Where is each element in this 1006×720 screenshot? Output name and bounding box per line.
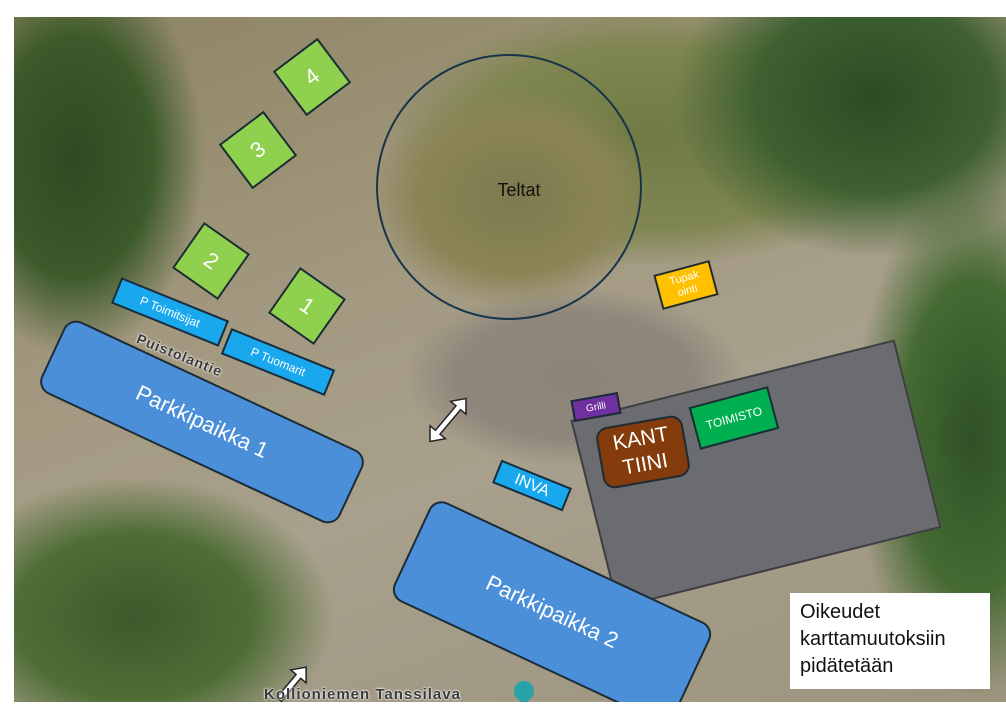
- entry-arrow-icon: [275, 666, 307, 702]
- disclaimer-note: Oikeudet karttamuutoksiin pidätetään: [790, 593, 990, 689]
- area-3: 3: [218, 110, 298, 190]
- parking-area-1: Parkkipaikka 1: [35, 316, 369, 528]
- smoking-area: Tupak ointi: [653, 260, 719, 310]
- tent-area-label: Teltat: [497, 180, 541, 200]
- venue-label: Kollioniemen Tanssilava: [264, 686, 461, 702]
- area-1: 1: [268, 267, 346, 345]
- two-way-arrow-icon: [429, 397, 467, 443]
- satellite-map[interactable]: Teltat 4 3 2 1 Puistolantie P Toimitsija…: [14, 17, 1006, 702]
- venue-marker-icon[interactable]: [509, 676, 539, 702]
- area-4: 4: [272, 37, 352, 117]
- area-2: 2: [172, 222, 250, 300]
- tent-area-circle: [376, 54, 642, 320]
- accessible-parking: INVA: [492, 459, 572, 512]
